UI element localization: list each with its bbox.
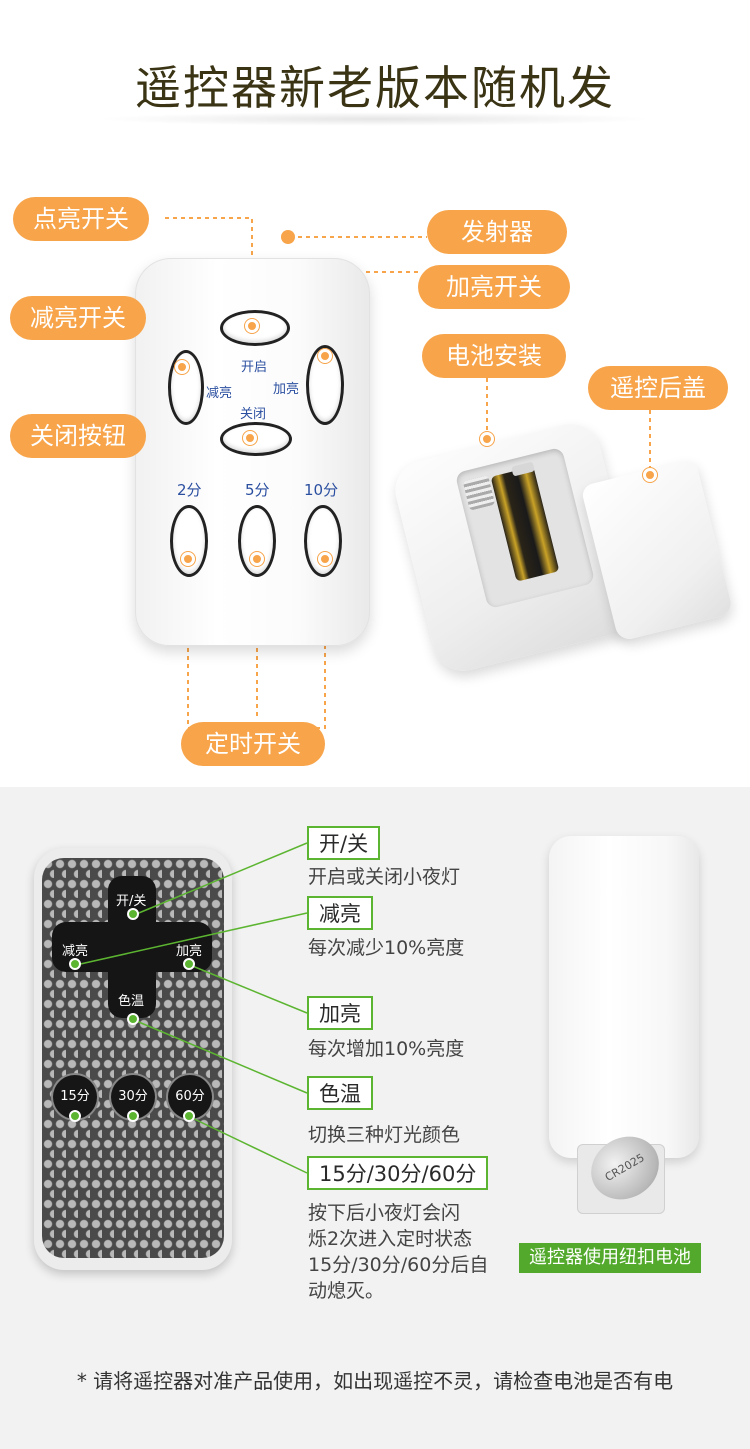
callout-color-temp-desc: 切换三种灯光颜色 [308,1124,461,1146]
mini-power-text: 开/关 [116,894,147,909]
dot-on [245,319,259,333]
timer-5-button[interactable] [238,505,276,577]
dot-off [243,431,257,445]
remote-2min-text: 2分 [177,481,202,499]
mini-color-temp-text: 色温 [118,994,145,1009]
remote-off-text: 关闭 [240,407,267,422]
dot-battery [480,432,494,446]
remote-dim-text: 减亮 [206,386,233,401]
dot-mini-power [127,908,139,920]
timer-2-button[interactable] [170,505,208,577]
callout-timer-desc-3: 15分/30分/60分后自 [308,1254,489,1276]
mini-dim-text: 减亮 [62,944,89,959]
dot-mini-30 [127,1110,139,1122]
dot-timer-10 [318,552,332,566]
callout-timer-label: 15分/30分/60分 [307,1156,489,1190]
callout-brighten-label: 加亮 [307,996,373,1030]
label-timer: 定时开关 [181,722,325,766]
label-battery-install: 电池安装 [422,334,566,378]
remote-5min-text: 5分 [245,481,270,499]
timer-10-button[interactable] [304,505,342,577]
callout-power-desc: 开启或关闭小夜灯 [308,866,461,888]
label-power-on: 点亮开关 [13,197,149,241]
dot-mini-15 [69,1110,81,1122]
callout-dim-label: 减亮 [307,896,373,930]
mini-remote-back [549,836,699,1158]
label-dim: 减亮开关 [10,296,146,340]
remote-on-text: 开启 [241,360,268,375]
remote-brighten-text: 加亮 [273,382,300,397]
dot-mini-dim [69,958,81,970]
callout-timer-desc-1: 按下后小夜灯会闪 [308,1202,461,1224]
dot-timer-2 [181,552,195,566]
remote-10min-text: 10分 [304,481,339,499]
dot-dim [175,360,189,374]
dot-mini-60 [183,1110,195,1122]
callout-timer-desc-2: 烁2次进入定时状态 [308,1228,473,1250]
callout-timer-desc-4: 动熄灭。 [308,1280,385,1302]
dot-brighten [318,349,332,363]
callout-dim-desc: 每次减少10%亮度 [308,937,465,959]
callout-power-label: 开/关 [307,826,381,860]
label-brighten: 加亮开关 [418,265,570,309]
footer-note: * 请将遥控器对准产品使用，如出现遥控不灵，请检查电池是否有电 [76,1369,674,1393]
title-underline-shadow [95,112,655,126]
dot-mini-brighten [183,958,195,970]
mini-brighten-text: 加亮 [176,944,203,959]
coin-battery-badge: 遥控器使用纽扣电池 [519,1243,701,1273]
label-transmitter: 发射器 [427,210,567,254]
dot-timer-5 [250,552,264,566]
label-back-cover: 遥控后盖 [588,366,728,410]
dot-transmitter [281,230,295,244]
callout-brighten-desc: 每次增加10%亮度 [308,1038,465,1060]
callout-color-temp-label: 色温 [307,1076,373,1110]
label-off-button: 关闭按钮 [10,414,146,458]
dot-mini-color-temp [127,1013,139,1025]
page-title: 遥控器新老版本随机发 [135,61,615,115]
dot-cover [643,468,657,482]
